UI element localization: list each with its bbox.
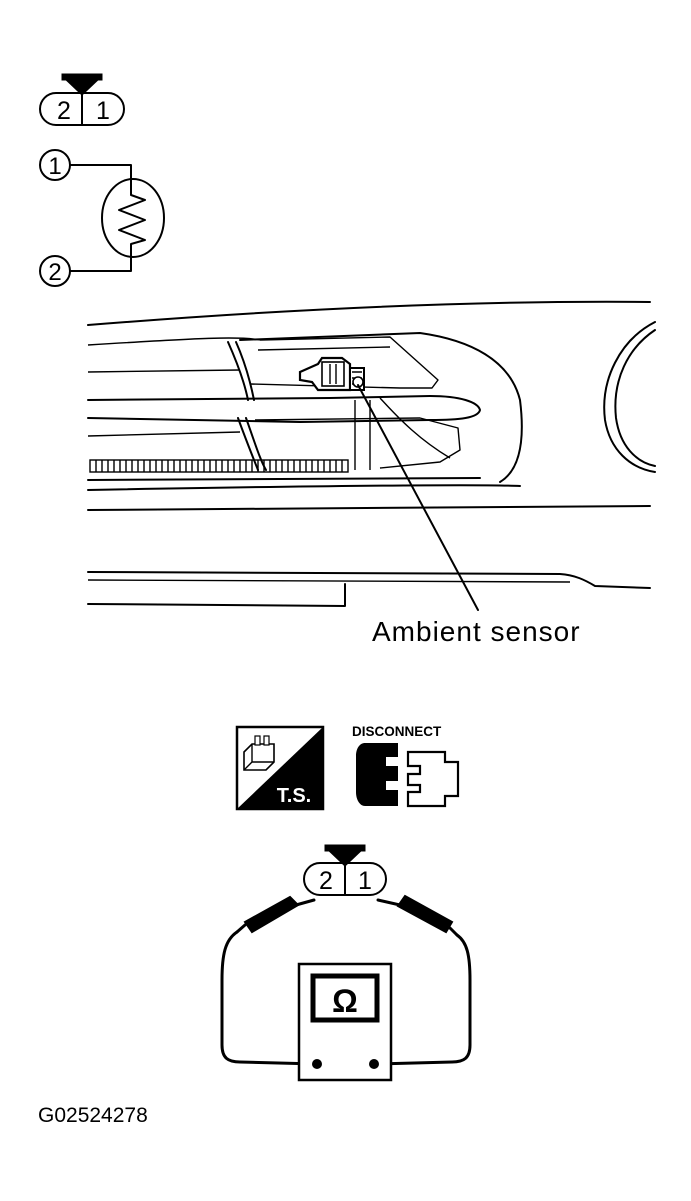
measurement-circuit: 2 1 Ω (220, 844, 472, 1082)
thermistor-icon (101, 178, 165, 258)
connector-symbol-top: 2 1 (39, 73, 125, 126)
disconnected-connector-icon (356, 743, 460, 808)
meter-terminal-left (312, 1059, 322, 1069)
connector-pin-2-label: 2 (57, 97, 71, 125)
vent-ribbed-strip (89, 459, 349, 473)
callout-leader-line (357, 384, 479, 611)
meter-terminal-right (369, 1059, 379, 1069)
terminal-2-label: 2 (48, 259, 61, 286)
left-probe-icon (243, 895, 300, 934)
connector-pin-1-label: 1 (96, 97, 110, 125)
ambient-sensor-icon (298, 356, 365, 392)
ambient-sensor-label: Ambient sensor (372, 616, 581, 647)
ts-badge: T.S. (235, 725, 325, 811)
disconnect-label: DISCONNECT (352, 724, 442, 739)
dashboard-illustration (87, 300, 656, 607)
connector-probe-icon (243, 735, 275, 771)
figure-id: G02524278 (38, 1104, 148, 1127)
right-probe-icon (396, 894, 454, 934)
terminal-1-label: 1 (48, 153, 61, 180)
thermistor-circuit: 1 2 (39, 149, 165, 287)
connector-symbol-meter: 2 1 (303, 844, 387, 896)
ohmmeter-icon: Ω (297, 962, 393, 1082)
meter-pin-1-label: 1 (358, 867, 372, 895)
ts-label: T.S. (277, 785, 311, 807)
disconnect-badge: DISCONNECT (352, 724, 460, 808)
ohm-symbol: Ω (332, 983, 358, 1019)
meter-pin-2-label: 2 (319, 867, 333, 895)
